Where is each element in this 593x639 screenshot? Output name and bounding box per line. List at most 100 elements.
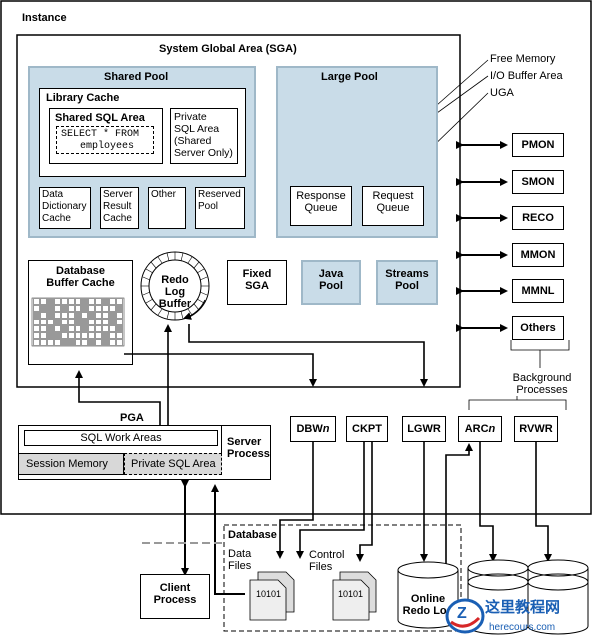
database-buffer-cache <box>28 260 133 365</box>
bg-label-line-2: Processes <box>516 384 568 396</box>
buffer-block <box>81 304 89 312</box>
buffer-block <box>60 339 68 346</box>
bg-arrows <box>456 141 508 332</box>
buffer-block <box>102 318 110 326</box>
shared-pool-label: Shared Pool <box>104 71 169 83</box>
online-redo-line-1: Online <box>410 593 446 605</box>
dbc-line-2: Buffer Cache <box>46 277 115 289</box>
data-file-icons <box>249 571 377 621</box>
ddc-line-3: Cache <box>42 213 71 224</box>
redo-ring-ticks <box>141 252 209 320</box>
pmon-process: PMON <box>512 133 564 157</box>
server-process-line-1: Server <box>227 436 262 448</box>
server-result-cache <box>100 187 139 229</box>
buffer-block <box>95 325 103 333</box>
buffer-block <box>39 298 47 305</box>
buffer-block <box>88 298 96 305</box>
response-line-2: Queue <box>304 202 338 214</box>
buffer-block <box>33 304 40 312</box>
client-process-line-2: Process <box>153 594 197 606</box>
buffer-block <box>60 325 68 333</box>
buffer-block <box>88 304 96 312</box>
private-sql-line-4: Server Only) <box>174 147 233 159</box>
buffer-block <box>46 311 54 319</box>
pga-label: PGA <box>120 412 144 424</box>
private-sql-area-label: Private SQL Area <box>131 458 216 470</box>
response-queue <box>290 186 352 226</box>
buffer-block <box>60 311 68 319</box>
buffer-block <box>67 332 75 340</box>
java-pool-line-1: Java <box>318 268 344 280</box>
buffer-block <box>67 318 75 326</box>
buffer-block <box>74 304 82 312</box>
reserved-pool <box>195 187 245 229</box>
buffer-block <box>95 318 103 326</box>
sga-label: System Global Area (SGA) <box>159 43 297 55</box>
watermark-brand: 这里教程网 <box>485 599 561 616</box>
instance-label: Instance <box>22 12 67 24</box>
redo-line-3: Buffer <box>158 298 192 310</box>
database-frame <box>223 524 462 632</box>
dbwn-process: DBWn <box>290 416 336 442</box>
rvwr-process: RVWR <box>514 416 558 442</box>
session-memory <box>18 453 124 475</box>
streams-pool-line-2: Pool <box>395 280 419 292</box>
buffer-block <box>67 298 75 305</box>
library-cache-label: Library Cache <box>46 92 120 104</box>
buffer-block <box>116 311 123 319</box>
reserved-line-2: Pool <box>198 201 219 212</box>
buffer-block <box>67 339 75 346</box>
buffer-block <box>116 304 123 312</box>
streams-pool-line-1: Streams <box>385 268 429 280</box>
private-sql-area-shared <box>170 108 238 164</box>
buffer-block <box>74 318 82 326</box>
request-queue <box>362 186 424 226</box>
buffer-cache-blocks <box>33 298 123 346</box>
sql-statement-box <box>56 126 154 154</box>
buffer-block <box>74 311 82 319</box>
buffer-block <box>46 339 54 346</box>
large-pool-label: Large Pool <box>321 71 378 83</box>
java-pool-line-2: Pool <box>319 280 343 292</box>
buffer-block <box>39 339 47 346</box>
legend-io-buffer: I/O Buffer Area <box>490 70 563 82</box>
buffer-block <box>46 304 54 312</box>
sql-line-2: employees <box>80 141 135 152</box>
buffer-block <box>39 318 47 326</box>
buffer-block <box>102 325 110 333</box>
buffer-block <box>60 298 68 305</box>
buffer-block <box>60 332 68 340</box>
buffer-block <box>53 298 61 305</box>
data-files-line-1: Data <box>228 548 252 560</box>
buffer-block <box>74 339 82 346</box>
buffer-block <box>81 332 89 340</box>
buffer-block <box>109 304 117 312</box>
buffer-block <box>109 318 117 326</box>
smon-process: SMON <box>512 170 564 194</box>
reserved-line-1: Reserved <box>198 189 241 200</box>
buffer-block <box>116 298 123 305</box>
buffer-block <box>53 311 61 319</box>
buffer-block <box>102 339 110 346</box>
buffer-block <box>53 332 61 340</box>
buffer-block <box>46 325 54 333</box>
shared-sql-area-label: Shared SQL Area <box>55 112 145 124</box>
buffer-block <box>74 332 82 340</box>
buffer-block <box>53 304 61 312</box>
sql-line-1: SELECT * FROM <box>61 129 140 140</box>
others-process: Others <box>512 316 564 340</box>
buffer-block <box>46 318 54 326</box>
client-process-line-1: Client <box>159 582 191 594</box>
buffer-block <box>39 332 47 340</box>
arcn-process: ARCn <box>458 416 502 442</box>
buffer-block <box>33 332 40 340</box>
buffer-block <box>39 325 47 333</box>
request-line-1: Request <box>372 190 414 202</box>
buffer-block <box>39 304 47 312</box>
buffer-block <box>88 332 96 340</box>
dbc-line-1: Database <box>56 265 105 277</box>
buffer-block <box>116 332 123 340</box>
legend-free-memory: Free Memory <box>490 53 556 65</box>
buffer-block <box>116 318 123 326</box>
buffer-block <box>109 298 117 305</box>
